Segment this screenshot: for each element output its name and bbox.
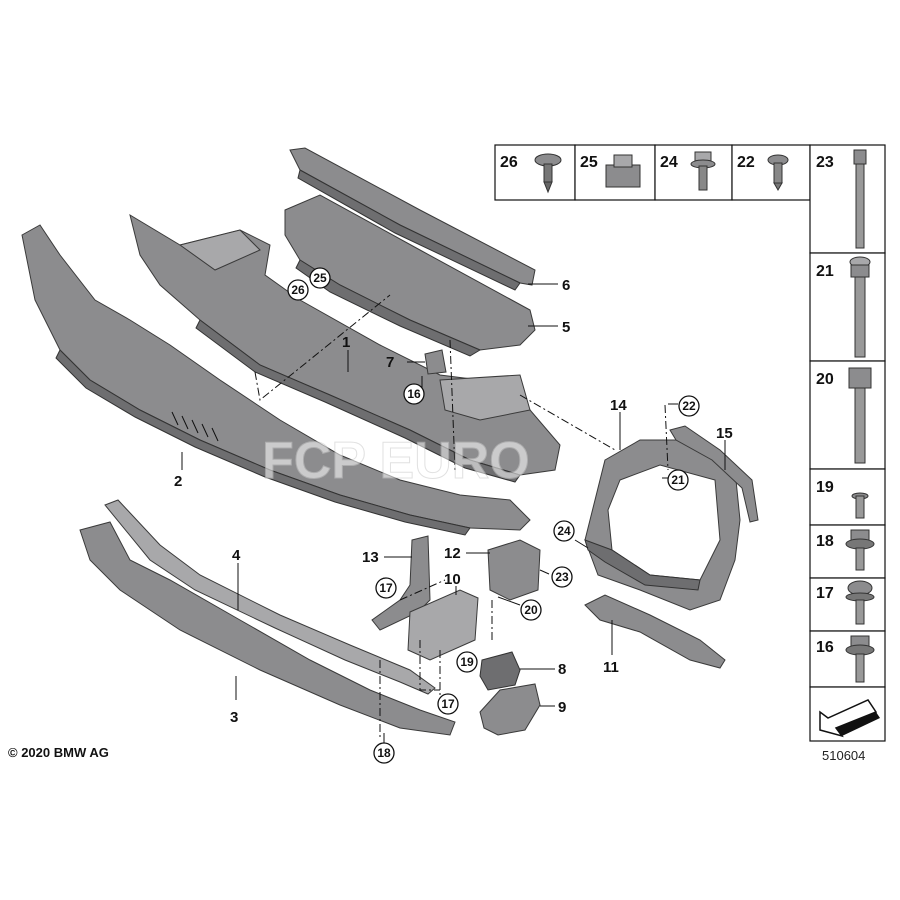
hex-bolt-icon bbox=[848, 367, 872, 464]
svg-text:22: 22 bbox=[682, 399, 696, 413]
nut-clip-icon bbox=[605, 154, 641, 188]
callout-13: 13 bbox=[362, 549, 379, 566]
table-label-23: 23 bbox=[816, 154, 834, 171]
long-stud-icon bbox=[853, 149, 867, 249]
svg-text:23: 23 bbox=[555, 570, 569, 584]
pan-head-screw-icon bbox=[845, 580, 875, 625]
callout-1: 1 bbox=[342, 334, 350, 351]
fastener-table-top-row: 26 25 24 22 bbox=[494, 144, 811, 201]
table-label-16: 16 bbox=[816, 639, 834, 656]
push-clip-icon bbox=[534, 153, 562, 194]
circled-callout-16: 16 bbox=[403, 383, 425, 405]
table-label-25: 25 bbox=[580, 154, 598, 171]
part-13-bracket bbox=[371, 535, 431, 631]
callout-5: 5 bbox=[562, 319, 570, 336]
callout-7: 7 bbox=[386, 354, 394, 371]
screw-icon bbox=[767, 154, 789, 192]
circled-callout-17-lower: 17 bbox=[437, 693, 459, 715]
callout-8: 8 bbox=[558, 661, 566, 678]
rivet-icon bbox=[851, 492, 869, 519]
leader-lines bbox=[181, 283, 726, 745]
collar-bolt-icon bbox=[845, 529, 875, 571]
copyright-text: © 2020 BMW AG bbox=[8, 745, 109, 760]
watermark: FCP EURO bbox=[262, 432, 530, 490]
direction-arrow-icon bbox=[819, 699, 880, 738]
circled-callout-24: 24 bbox=[553, 520, 575, 542]
callout-3: 3 bbox=[230, 709, 238, 726]
svg-text:25: 25 bbox=[313, 271, 327, 285]
callout-9: 9 bbox=[558, 699, 566, 716]
svg-text:24: 24 bbox=[557, 524, 571, 538]
table-label-22: 22 bbox=[737, 154, 755, 171]
table-label-18: 18 bbox=[816, 533, 834, 550]
circled-callout-21: 21 bbox=[667, 469, 689, 491]
document-number: 510604 bbox=[822, 748, 865, 763]
table-label-20: 20 bbox=[816, 371, 834, 388]
table-label-17: 17 bbox=[816, 585, 834, 602]
table-label-19: 19 bbox=[816, 479, 834, 496]
callout-6: 6 bbox=[562, 277, 570, 294]
svg-text:21: 21 bbox=[671, 473, 685, 487]
fastener-table-right-column: 23 21 20 19 18 17 16 bbox=[809, 144, 886, 742]
callout-12: 12 bbox=[444, 545, 461, 562]
svg-text:17: 17 bbox=[441, 697, 455, 711]
flange-bolt-icon bbox=[690, 151, 716, 191]
callout-4: 4 bbox=[232, 547, 241, 564]
svg-text:18: 18 bbox=[377, 746, 391, 760]
part-7-clip bbox=[424, 349, 447, 375]
part-5-air-guide bbox=[284, 194, 536, 357]
callout-2: 2 bbox=[174, 473, 182, 490]
part-14-radiator-frame bbox=[584, 439, 741, 611]
table-label-26: 26 bbox=[500, 154, 518, 171]
part-10-bracket bbox=[407, 589, 479, 661]
circled-callout-26: 26 bbox=[287, 279, 309, 301]
circled-callout-23: 23 bbox=[551, 566, 573, 588]
circled-callout-25: 25 bbox=[309, 267, 331, 289]
circled-callout-18: 18 bbox=[373, 742, 395, 764]
part-6-air-duct bbox=[289, 147, 536, 291]
part-8-bracket bbox=[479, 651, 521, 691]
part-15-bracket bbox=[669, 425, 759, 523]
svg-text:16: 16 bbox=[407, 387, 421, 401]
table-label-21: 21 bbox=[816, 263, 834, 280]
circled-callout-17-upper: 17 bbox=[375, 577, 397, 599]
svg-text:26: 26 bbox=[291, 283, 305, 297]
callout-11: 11 bbox=[603, 659, 619, 676]
part-12-bracket bbox=[487, 539, 541, 601]
callout-10: 10 bbox=[444, 571, 461, 588]
svg-text:19: 19 bbox=[460, 655, 474, 669]
part-4-reinforcement-strip bbox=[104, 499, 436, 695]
part-11-bracket bbox=[584, 594, 726, 669]
callout-15: 15 bbox=[716, 425, 733, 442]
part-3-lower-trim bbox=[79, 521, 456, 736]
svg-text:17: 17 bbox=[379, 581, 393, 595]
table-label-24: 24 bbox=[660, 154, 678, 171]
callout-14: 14 bbox=[610, 397, 627, 414]
absorber-ribs bbox=[171, 411, 219, 442]
circled-callout-20: 20 bbox=[520, 599, 542, 621]
hex-flange-bolt-icon bbox=[845, 635, 875, 683]
assembly-lines bbox=[254, 294, 669, 740]
svg-text:20: 20 bbox=[524, 603, 538, 617]
circled-callout-22: 22 bbox=[678, 395, 700, 417]
circled-callout-19: 19 bbox=[456, 651, 478, 673]
hex-bolt-washer-icon bbox=[849, 256, 871, 358]
part-9-cover bbox=[479, 683, 541, 736]
part-2-energy-absorber bbox=[21, 224, 531, 536]
